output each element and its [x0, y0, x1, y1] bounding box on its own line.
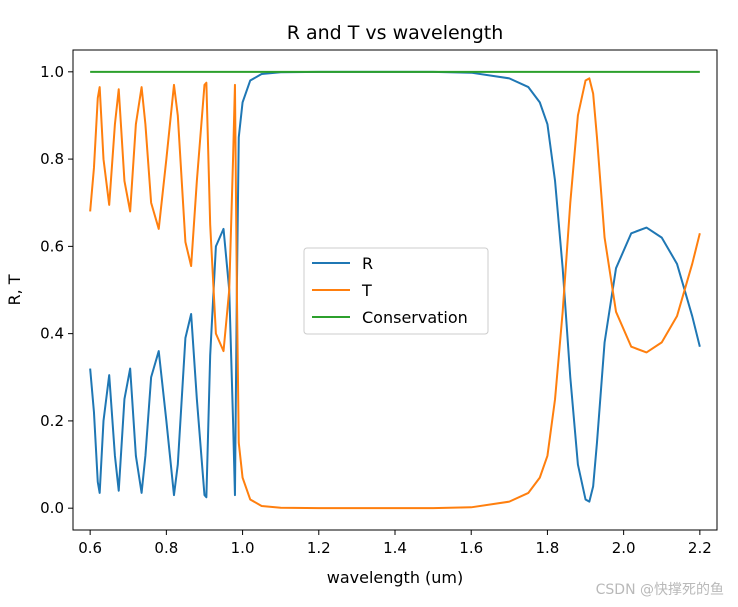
y-tick-label: 0.0: [40, 499, 64, 517]
y-tick-label: 0.6: [40, 237, 64, 255]
legend-label-r: R: [362, 254, 373, 273]
y-tick-label: 0.4: [40, 325, 64, 343]
y-tick-label: 0.8: [40, 150, 64, 168]
x-tick-label: 0.6: [78, 539, 102, 557]
series-line-t: [89, 77, 701, 510]
watermark: CSDN @快撑死的鱼: [595, 582, 724, 598]
x-tick-label: 1.4: [383, 539, 407, 557]
y-axis-label: R, T: [5, 274, 24, 305]
x-tick-label: 1.0: [231, 539, 255, 557]
series-line-r: [89, 70, 701, 503]
series-layer: [89, 70, 701, 510]
axis-ticks: 0.6 0.8 1.0 1.2 1.4 1.6 1.8 2.0 2.2 0.0 0.2 0.4 0.6 0…: [40, 63, 712, 557]
x-tick-label: 1.2: [307, 539, 331, 557]
legend: RT Conservation: [303, 247, 489, 335]
legend-label-t: T: [361, 281, 372, 300]
x-tick-label: 2.0: [612, 539, 636, 557]
x-tick-label: 1.8: [535, 539, 559, 557]
x-axis-label: wavelength (um): [327, 568, 464, 587]
y-tick-label: 0.2: [40, 412, 64, 430]
y-tick-label: 1.0: [40, 63, 64, 81]
legend-label-conservation: Conservation: [362, 308, 468, 327]
x-tick-label: 2.2: [688, 539, 712, 557]
x-tick-label: 0.8: [154, 539, 178, 557]
chart-title: R and T vs wavelength: [287, 22, 504, 44]
legend-box: [303, 247, 489, 335]
x-tick-label: 1.6: [459, 539, 483, 557]
